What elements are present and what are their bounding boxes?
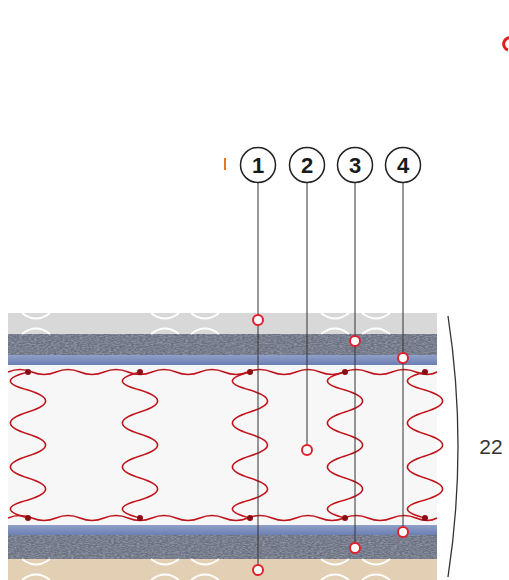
spring-coil xyxy=(10,372,45,518)
quilt-seam xyxy=(22,329,50,335)
callout-dot xyxy=(253,315,263,325)
quilt-seam xyxy=(362,559,390,565)
quilt-seam xyxy=(22,575,50,580)
dimension-bracket xyxy=(448,316,458,577)
spring-coil xyxy=(122,372,157,518)
quilt-seam xyxy=(321,575,349,580)
quilt-seam xyxy=(191,575,219,580)
insulation-layer xyxy=(8,355,437,365)
bottom-cover xyxy=(8,559,437,580)
quilt-seam xyxy=(191,559,219,565)
spring-knot xyxy=(137,515,143,521)
quilt-seam xyxy=(362,575,390,580)
callout-dot xyxy=(302,445,312,455)
spring-wire xyxy=(8,516,437,521)
callout-circle xyxy=(386,148,421,183)
spring-knot xyxy=(247,515,253,521)
mark xyxy=(224,158,226,170)
mark xyxy=(504,38,509,50)
callout-dot xyxy=(350,543,360,553)
spring-coil xyxy=(232,372,267,518)
quilt-seam xyxy=(151,329,179,335)
quilt-seam xyxy=(191,313,219,319)
quilt-seam xyxy=(321,329,349,335)
quilt-seam xyxy=(362,313,390,319)
quilt-seam xyxy=(321,559,349,565)
callout-number: 1 xyxy=(252,155,264,177)
spring-knot xyxy=(137,369,143,375)
quilt-seam xyxy=(151,575,179,580)
callout-circle xyxy=(241,148,276,183)
callout-circle xyxy=(338,148,373,183)
spring-coil xyxy=(407,372,442,518)
quilt-seam xyxy=(191,329,219,335)
leader-line xyxy=(258,183,259,570)
callout-dot xyxy=(253,565,263,575)
quilt-seam xyxy=(321,313,349,319)
spring-knot xyxy=(422,515,428,521)
spring-wire xyxy=(8,370,437,375)
callout-dot xyxy=(398,353,408,363)
spring-coil xyxy=(327,372,362,518)
callout-circle xyxy=(290,148,325,183)
spring-knot xyxy=(25,515,31,521)
spring-knot xyxy=(422,369,428,375)
quilt-seam xyxy=(151,313,179,319)
spring-block xyxy=(8,365,437,525)
insulation-layer xyxy=(8,525,437,535)
callout-number: 2 xyxy=(301,155,313,177)
callout-dot xyxy=(398,527,408,537)
spring-knot xyxy=(342,369,348,375)
spring-knot xyxy=(25,369,31,375)
quilt-seam xyxy=(22,313,50,319)
callout-number: 4 xyxy=(397,155,409,177)
top-cover xyxy=(8,313,437,334)
quilt-seam xyxy=(362,329,390,335)
callout-number: 3 xyxy=(349,155,361,177)
spring-knot xyxy=(342,515,348,521)
leader-line xyxy=(307,183,308,450)
felt-layer xyxy=(8,334,437,355)
quilt-seam xyxy=(151,559,179,565)
spring-knot xyxy=(247,369,253,375)
dimension-label: 22 xyxy=(479,436,502,457)
callout-dot xyxy=(350,336,360,346)
leader-line xyxy=(355,183,356,548)
felt-layer xyxy=(8,535,437,559)
quilt-seam xyxy=(22,559,50,565)
